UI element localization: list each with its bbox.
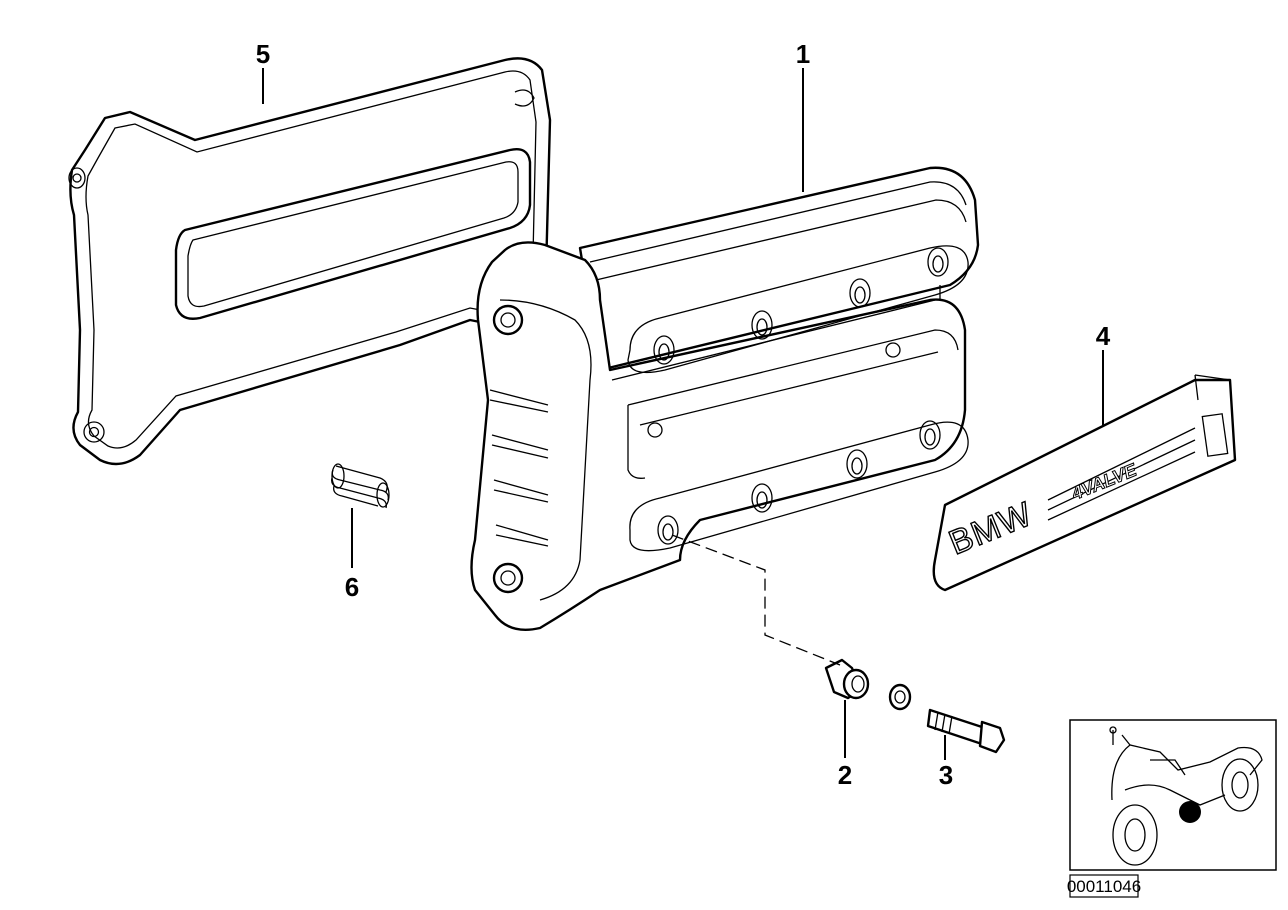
assembly-line	[671, 534, 841, 666]
diagram-code-box: 00011046	[1067, 874, 1141, 898]
callout-2: 2	[838, 760, 852, 790]
callout-5: 5	[256, 39, 270, 69]
locator-dot	[1179, 801, 1201, 823]
callout-3: 3	[939, 760, 953, 790]
cylinder-head-cover	[470, 166, 980, 632]
washer	[888, 683, 912, 711]
locator-thumbnail	[1069, 719, 1277, 871]
callout-6: 6	[345, 572, 359, 602]
callout-1: 1	[796, 39, 810, 69]
callout-4: 4	[1096, 321, 1111, 351]
gasket	[68, 57, 552, 466]
cover-plate: BMW 4VALVE	[932, 374, 1237, 592]
motorcycle-icon	[1109, 726, 1263, 866]
diagram-code: 00011046	[1067, 877, 1141, 896]
spring	[331, 463, 390, 509]
sleeve	[824, 658, 870, 700]
bolt	[926, 708, 1006, 754]
